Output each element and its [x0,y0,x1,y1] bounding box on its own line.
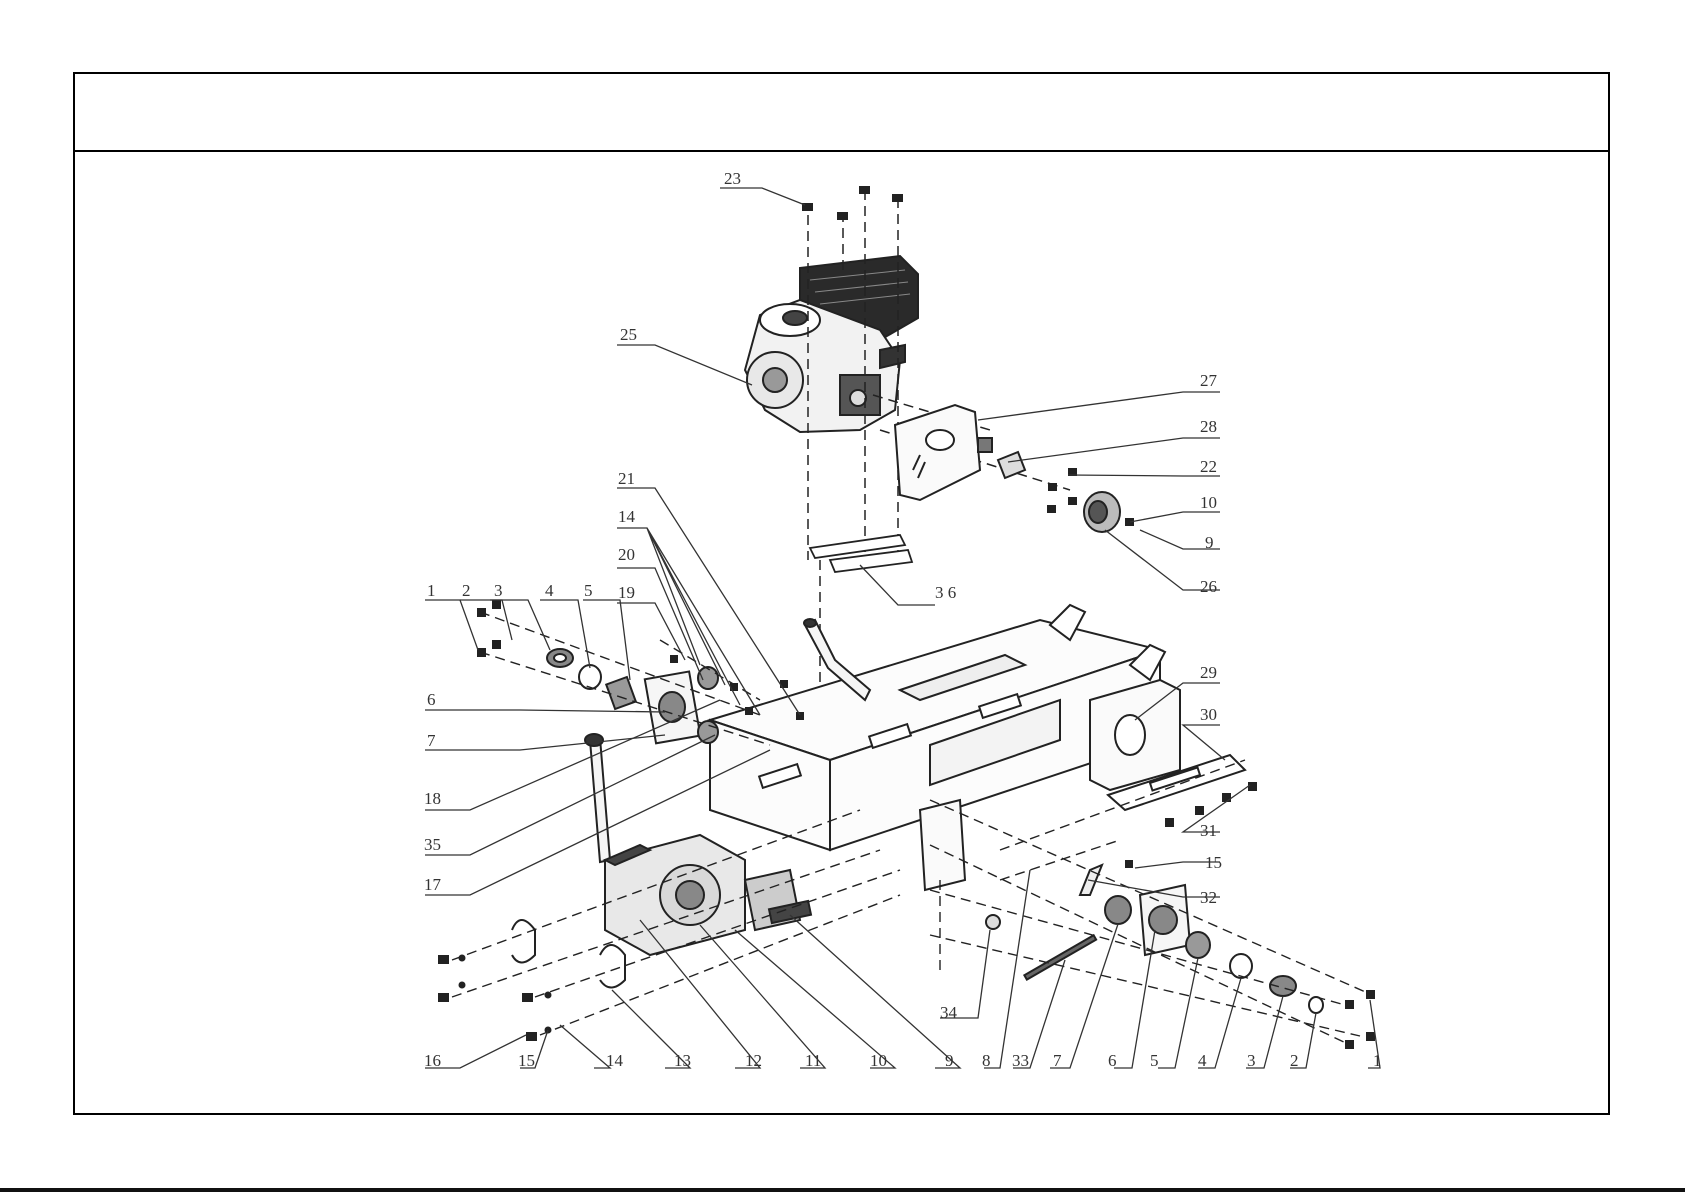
callout-28: 28 [1200,417,1217,436]
belt-guard-bracket-part [895,405,1025,500]
callout-35: 35 [424,835,441,854]
callout-17: 17 [424,875,442,894]
callout-21: 21 [618,469,635,488]
callout-25: 25 [620,325,637,344]
callout-10-bottom: 10 [870,1051,887,1070]
callout-7-bottom: 7 [1053,1051,1062,1070]
bearing-bolts-left [477,600,804,720]
callout-1-bottom: 1 [1373,1051,1382,1070]
engine-part [745,256,918,432]
callout-6-bottom: 6 [1108,1051,1117,1070]
callout-26: 26 [1200,577,1217,596]
callout-19: 19 [618,583,635,602]
callout-3-top: 3 [494,581,503,600]
callout-10-top: 10 [1200,493,1217,512]
callout-4-bottom: 4 [1198,1051,1207,1070]
callout-11: 11 [805,1051,821,1070]
bottom-edge-rule [0,1188,1685,1192]
pulley-part [1084,492,1120,532]
callout-6-top: 6 [427,690,436,709]
callout-4-top: 4 [545,581,554,600]
callout-18: 18 [424,789,441,808]
callout-12: 12 [745,1051,762,1070]
main-frame-part [710,605,1180,890]
callout-7-top: 7 [427,731,436,750]
callout-8: 8 [982,1051,991,1070]
callout-2-top: 2 [462,581,471,600]
callout-9-top: 9 [1205,533,1214,552]
callout-5-bottom: 5 [1150,1051,1159,1070]
callout-20: 20 [618,545,635,564]
callout-2-bottom: 2 [1290,1051,1299,1070]
callout-14-bottom: 14 [606,1051,624,1070]
callout-31: 31 [1200,821,1217,840]
callout-34: 34 [940,1003,958,1022]
bearing-stack-right [986,865,1323,1013]
callout-15-bottom: 15 [518,1051,535,1070]
callout-27: 27 [1200,371,1218,390]
bearing-stack-left [547,649,718,743]
gearbox-mount-bolts [438,955,552,1042]
callout-30: 30 [1200,705,1217,724]
callout-23: 23 [724,169,741,188]
callout-15-right: 15 [1205,853,1222,872]
callout-1-top: 1 [427,581,436,600]
engine-bolt-heads [802,186,903,220]
callout-32: 32 [1200,888,1217,907]
callout-36: 3 6 [935,583,956,602]
callout-9-bottom: 9 [945,1051,954,1070]
callout-29: 29 [1200,663,1217,682]
callout-22: 22 [1200,457,1217,476]
callout-14-top: 14 [618,507,636,526]
callout-16: 16 [424,1051,441,1070]
callout-3-bottom: 3 [1247,1051,1256,1070]
callout-33: 33 [1012,1051,1029,1070]
callout-5-top: 5 [584,581,593,600]
callout-13: 13 [674,1051,691,1070]
